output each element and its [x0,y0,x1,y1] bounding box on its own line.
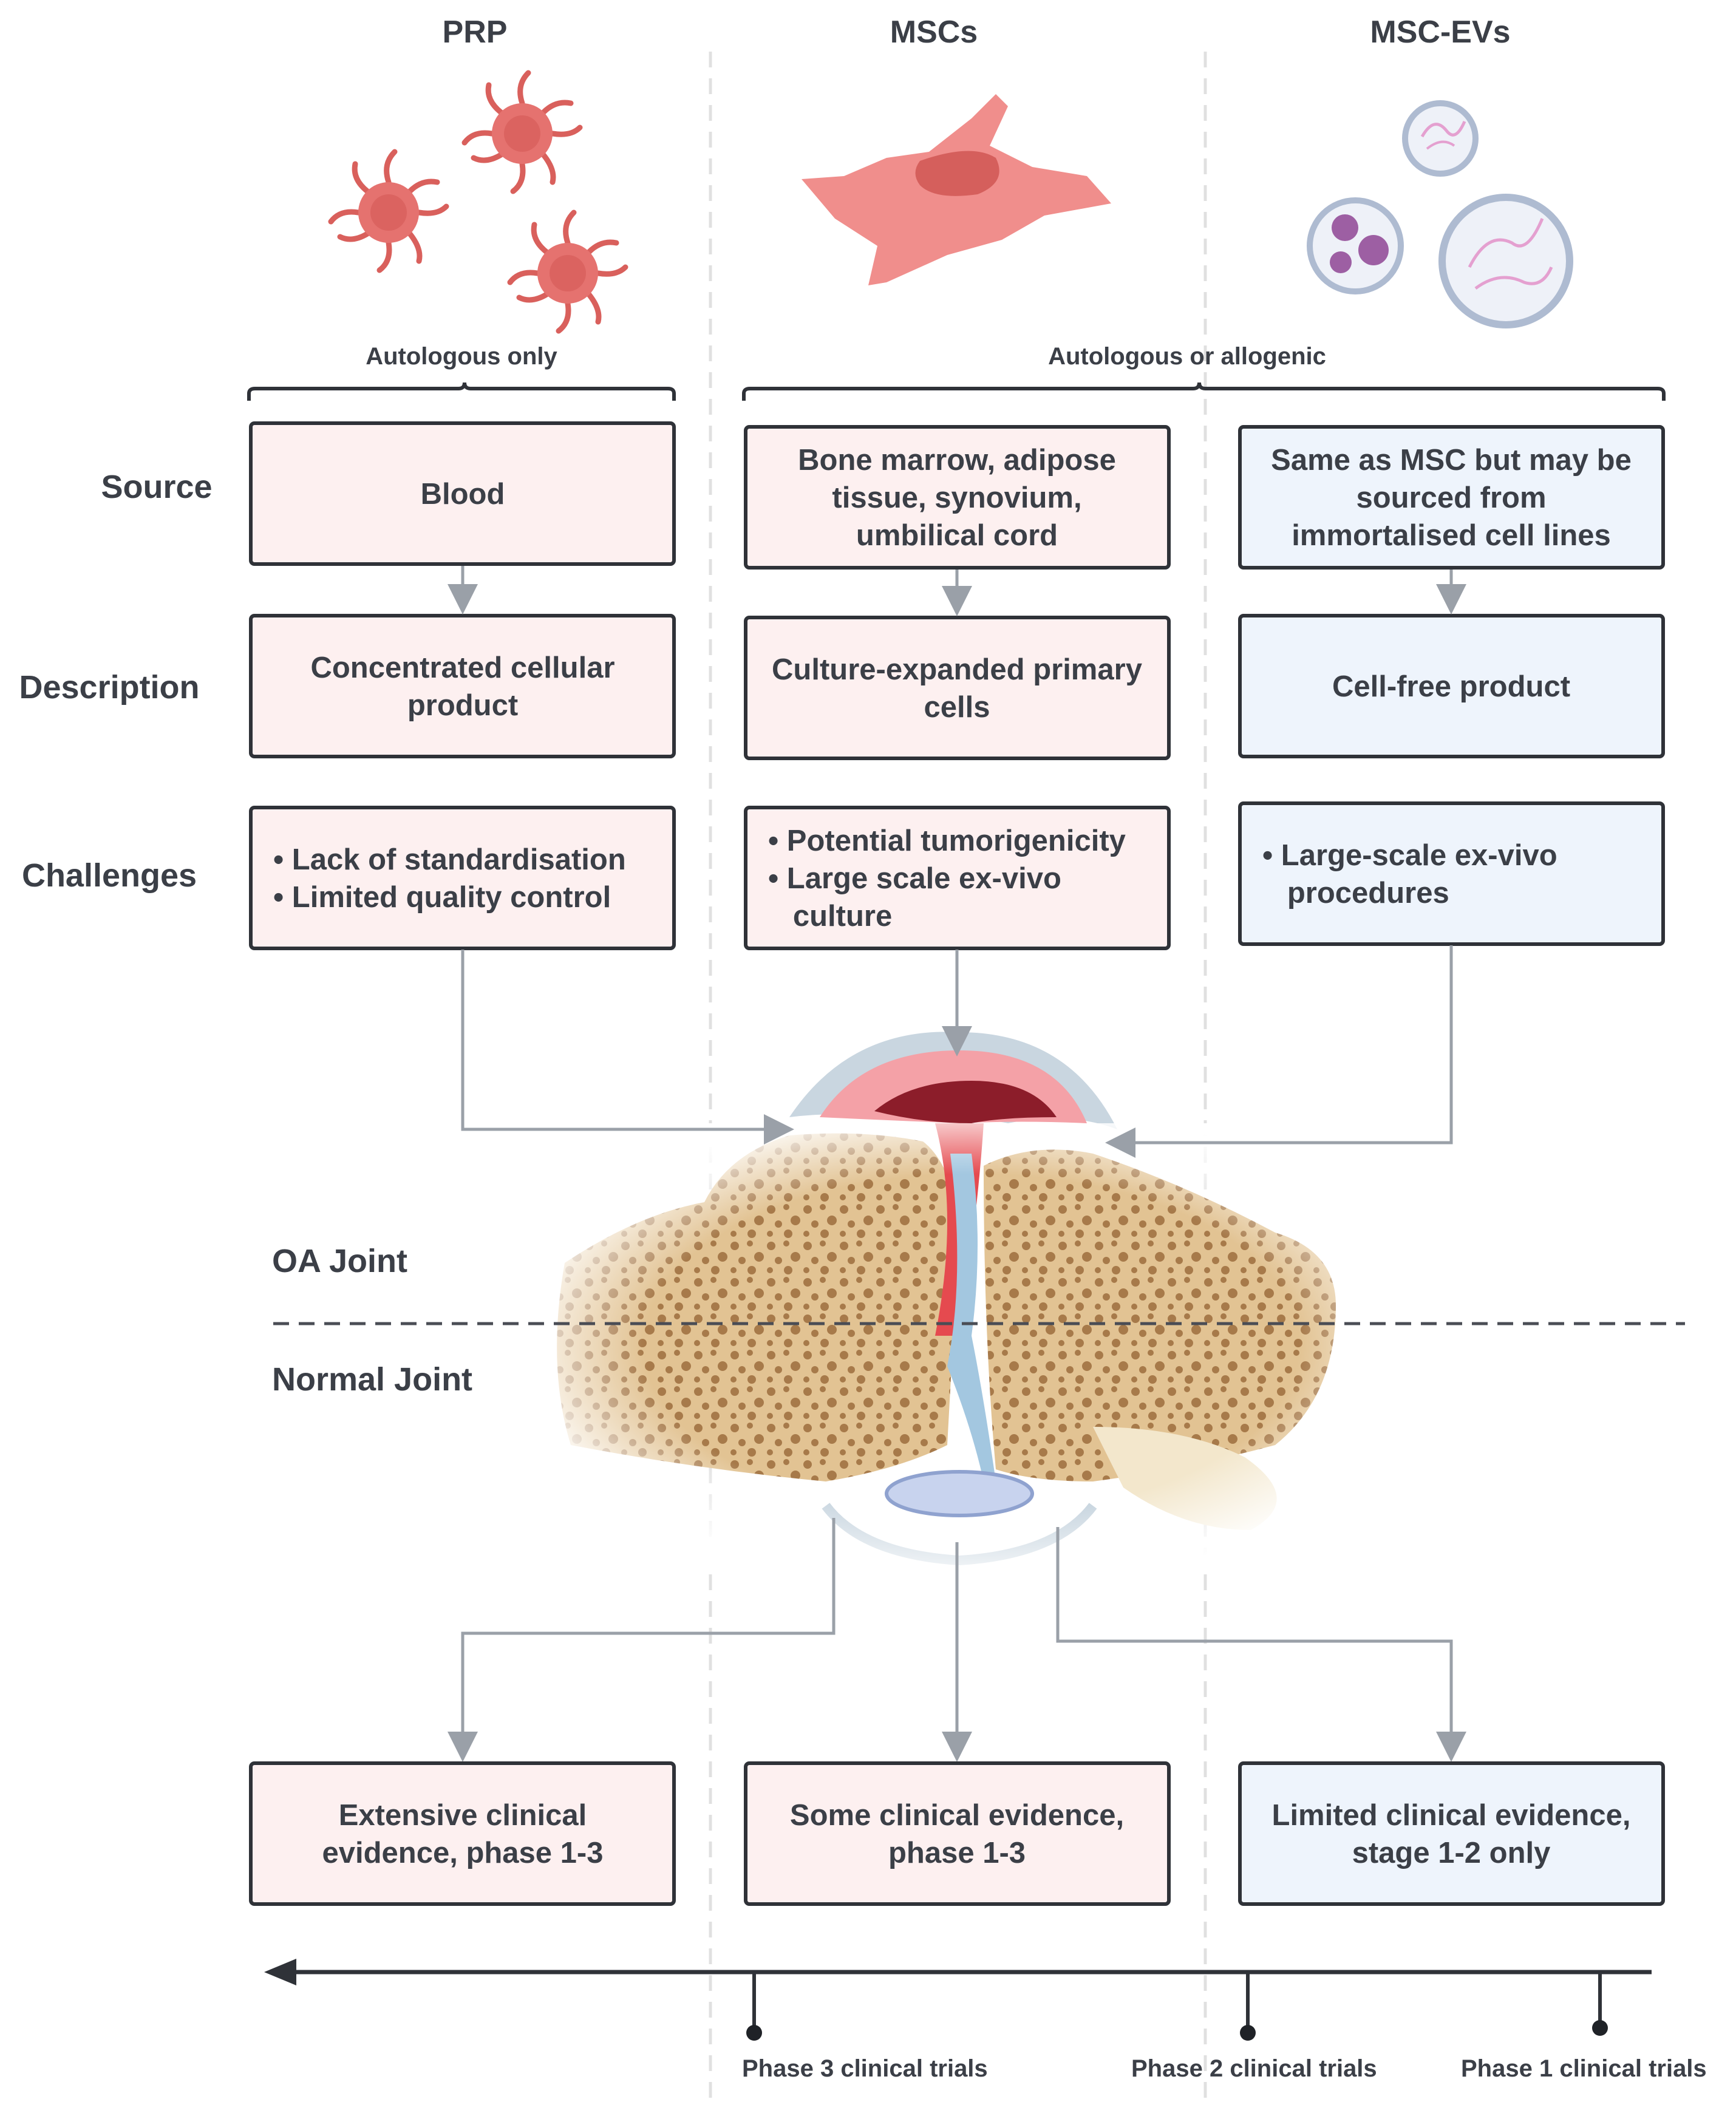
column-header-mscs: MSCs [890,15,978,50]
source-text-evs: Same as MSC but may be sourced from immort… [1271,444,1632,552]
description-text-mscs: Culture-expanded primary cells [772,653,1142,724]
text-line: evidence, phase 1-3 [322,1837,603,1869]
text-line: stage 1-2 only [1352,1837,1551,1869]
msc-cell-icon [802,94,1111,285]
text-line: • Large scale ex-vivo [768,862,1061,895]
text-line: • Large-scale ex-vivo [1262,839,1557,872]
timeline-label-phase-1: Phase 1 clinical trials [1461,2055,1707,2082]
challenges-text-prp: • Lack of standardisation • Limited quali… [273,843,626,914]
platelet-icon [507,209,628,334]
evidence-text-mscs: Some clinical evidence, phase 1-3 [790,1799,1124,1869]
description-box-evs [1238,614,1665,758]
joint-illustration [546,1032,1397,1566]
timeline-label-phase-3: Phase 3 clinical trials [742,2055,988,2082]
description-box-mscs [744,616,1171,760]
normal-joint-label: Normal Joint [272,1361,472,1398]
text-line: Limited clinical evidence, [1272,1799,1631,1832]
evidence-text-evs: Limited clinical evidence, stage 1-2 only [1272,1799,1631,1869]
arrow-prp-to-joint [461,950,794,1145]
source-text-mscs: Bone marrow, adipose tissue, synovium, umb… [798,444,1116,552]
platelet-icon [461,70,583,194]
text-line: tissue, synovium, [832,481,1081,514]
evidence-box-prp [249,1761,676,1906]
text-line: phase 1-3 [888,1837,1026,1869]
challenges-box-evs [1238,801,1665,946]
text-line: • Potential tumorigenicity [768,825,1126,857]
brace-autologous-only [247,382,676,401]
arrow-joint-to-evidence-evs [1056,1527,1466,1762]
text-line: Bone marrow, adipose [798,444,1116,477]
extracellular-vesicle-icon [1307,197,1404,294]
source-text-prp: Blood [421,478,505,511]
text-line: Blood [421,478,505,511]
extracellular-vesicle-icon [1438,194,1573,328]
extracellular-vesicle-icon [1402,100,1479,177]
platelet-icon [328,149,449,273]
brace-autologous-or-allogenic [742,382,1666,401]
description-box-prp [249,614,676,758]
text-line: Culture-expanded primary [772,653,1142,686]
evidence-text-prp: Extensive clinical evidence, phase 1-3 [322,1799,603,1869]
row-label-description: Description [19,669,199,706]
text-line: sourced from [1356,481,1546,514]
source-box-mscs [744,425,1171,570]
text-line: culture [768,900,892,933]
description-text-evs: Cell-free product [1332,670,1570,703]
text-line: Same as MSC but may be [1271,444,1632,477]
challenges-box-prp [249,806,676,950]
text-line: • Limited quality control [273,881,611,914]
oa-joint-label: OA Joint [272,1243,407,1279]
text-line: procedures [1262,877,1449,910]
arrow-evs-to-joint [1105,945,1453,1158]
challenges-text-evs: • Large-scale ex-vivo procedures [1262,839,1557,910]
column-header-prp: PRP [443,15,508,50]
text-line: Concentrated cellular [310,651,614,684]
challenges-text-mscs: • Potential tumorigenicity • Large scale … [768,825,1126,933]
text-line: • Lack of standardisation [273,843,626,876]
arrow-joint-to-evidence-prp [448,1518,836,1762]
text-line: cells [924,691,990,724]
text-line: immortalised cell lines [1292,519,1611,552]
description-text-prp: Concentrated cellular product [310,651,614,722]
text-line: Some clinical evidence, [790,1799,1124,1832]
text-line: Cell-free product [1332,670,1570,703]
source-box-evs [1238,425,1665,570]
timeline-label-phase-2: Phase 2 clinical trials [1131,2055,1377,2082]
text-line: Extensive clinical [339,1799,587,1832]
timeline [264,1959,1652,2041]
text-line: umbilical cord [856,519,1058,552]
column-header-msc-evs: MSC-EVs [1370,15,1510,50]
brace-label-autologous-only: Autologous only [366,343,557,370]
row-label-challenges: Challenges [22,857,197,894]
row-label-source: Source [101,469,212,505]
text-line: product [407,689,518,722]
evidence-box-mscs [744,1761,1171,1906]
challenges-box-mscs [744,806,1171,950]
source-box-prp [249,421,676,566]
brace-label-autologous-or-allogenic: Autologous or allogenic [1048,343,1326,370]
evidence-box-evs [1238,1761,1665,1906]
